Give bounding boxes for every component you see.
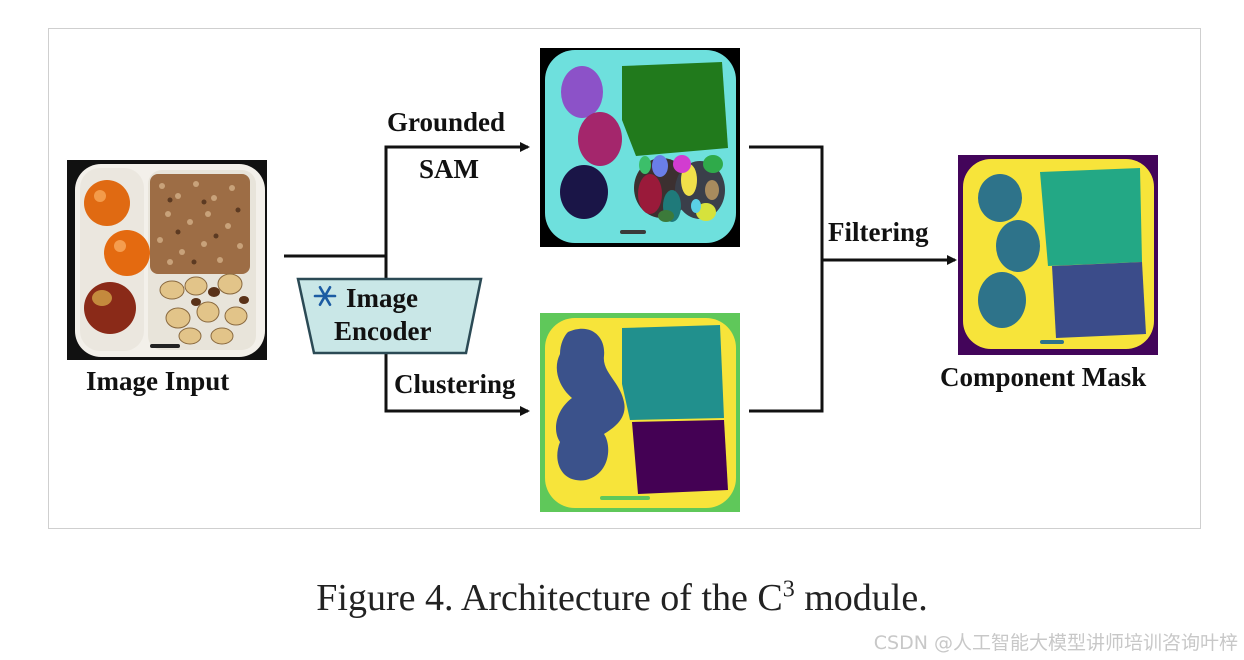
- caption-prefix: Figure 4. Architecture of the C: [316, 577, 783, 619]
- sam-segmentation-image: [540, 48, 740, 247]
- image-encoder-block: [296, 277, 483, 355]
- figure-frame: [48, 28, 1201, 529]
- watermark: CSDN @人工智能大模型讲师培训咨询叶梓: [873, 632, 1238, 654]
- component-mask-image: [958, 155, 1158, 355]
- caption-suffix: module.: [794, 577, 928, 619]
- grounded-sam-label-line2: SAM: [419, 154, 479, 184]
- filtering-label: Filtering: [828, 217, 929, 247]
- encoder-label-line2: Encoder: [334, 316, 432, 346]
- clustering-label: Clustering: [394, 369, 516, 399]
- snowflake-icon: [313, 285, 337, 307]
- connectors: [284, 142, 957, 416]
- caption-superscript: 3: [782, 576, 795, 603]
- encoder-label-line1: Image: [346, 283, 418, 313]
- clustering-image: [540, 313, 740, 512]
- output-label: Component Mask: [940, 362, 1147, 392]
- input-image: [67, 160, 267, 360]
- grounded-sam-label-line1: Grounded: [387, 107, 506, 137]
- input-label: Image Input: [86, 366, 230, 396]
- figure-caption: Figure 4. Architecture of the C3 module.: [0, 576, 1244, 620]
